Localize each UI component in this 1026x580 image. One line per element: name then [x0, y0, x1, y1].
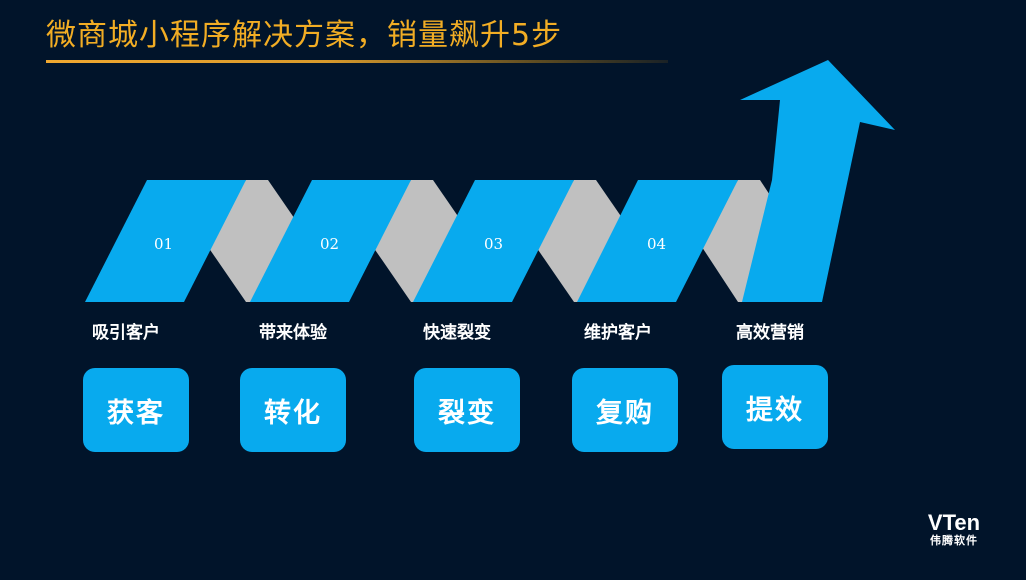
step-number-4: 04 [647, 235, 666, 253]
step-ribbon-1 [85, 180, 246, 302]
step-ribbon-4 [577, 180, 738, 302]
stage-button-efficiency[interactable]: 提效 [722, 365, 828, 449]
stage-button-repurchase[interactable]: 复购 [572, 368, 678, 452]
stage-button-acquire[interactable]: 获客 [83, 368, 189, 452]
step-number-1: 01 [154, 235, 173, 253]
step-number-2: 02 [320, 235, 339, 253]
stage-button-convert[interactable]: 转化 [240, 368, 346, 452]
stage-button-fission[interactable]: 裂变 [414, 368, 520, 452]
logo-mark: VTen [927, 510, 981, 535]
logo-company-name: 伟腾软件 [930, 534, 978, 547]
step-label-4: 维护客户 [584, 323, 652, 343]
growth-arrow [740, 60, 895, 302]
step-label-5: 高效营销 [736, 323, 804, 343]
page-title: 微商城小程序解决方案，销量飙升5步 [46, 18, 563, 53]
step-label-1: 吸引客户 [92, 323, 160, 343]
step-label-2: 带来体验 [259, 323, 327, 343]
step-ribbon-2 [250, 180, 411, 302]
vten-logo: VTen 伟腾软件 [918, 512, 990, 548]
step-number-3: 03 [484, 235, 503, 253]
step-ribbon-3 [413, 180, 574, 302]
title-underline [46, 60, 668, 63]
step-label-3: 快速裂变 [423, 323, 491, 343]
